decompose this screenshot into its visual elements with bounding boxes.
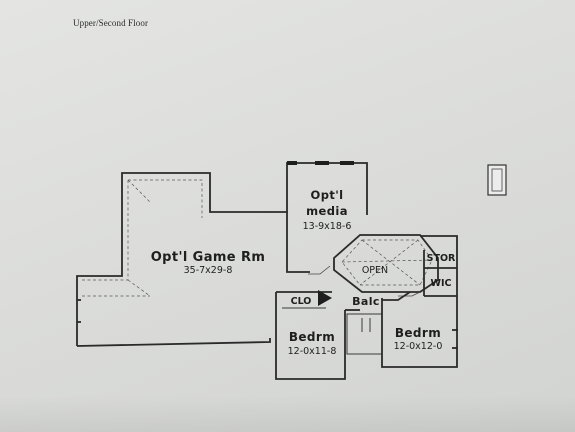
media-label-line1: Opt'l [311,188,344,202]
bedroom-left-dims: 12-0x11-8 [288,346,337,357]
bedroom-left-walls [275,290,360,380]
media-dims: 13-9x18-6 [303,221,352,232]
floor-title: Upper/Second Floor [73,18,149,28]
wic-label: WIC [431,278,452,289]
game-room-dims: 35-7x29-8 [184,265,233,276]
media-label-line2: media [306,204,348,218]
bedroom-right-label: Bedrm [395,326,441,340]
open-to-below [333,234,439,293]
balc-label: Balc [352,295,380,308]
game-room-ceiling-lines [82,179,203,297]
open-label: OPEN [362,265,388,276]
north-indicator [487,164,507,196]
stor-label: STOR [427,253,456,264]
storage-block [420,235,458,320]
clo-label: CLO [291,296,312,307]
bedroom-left-label: Bedrm [289,330,335,344]
bedroom-right-dims: 12-0x12-0 [394,341,443,352]
exterior-walls [76,161,368,347]
game-room-label: Opt'l Game Rm [151,250,266,265]
hall-bath [346,298,383,362]
bedroom-right-walls [381,291,458,368]
